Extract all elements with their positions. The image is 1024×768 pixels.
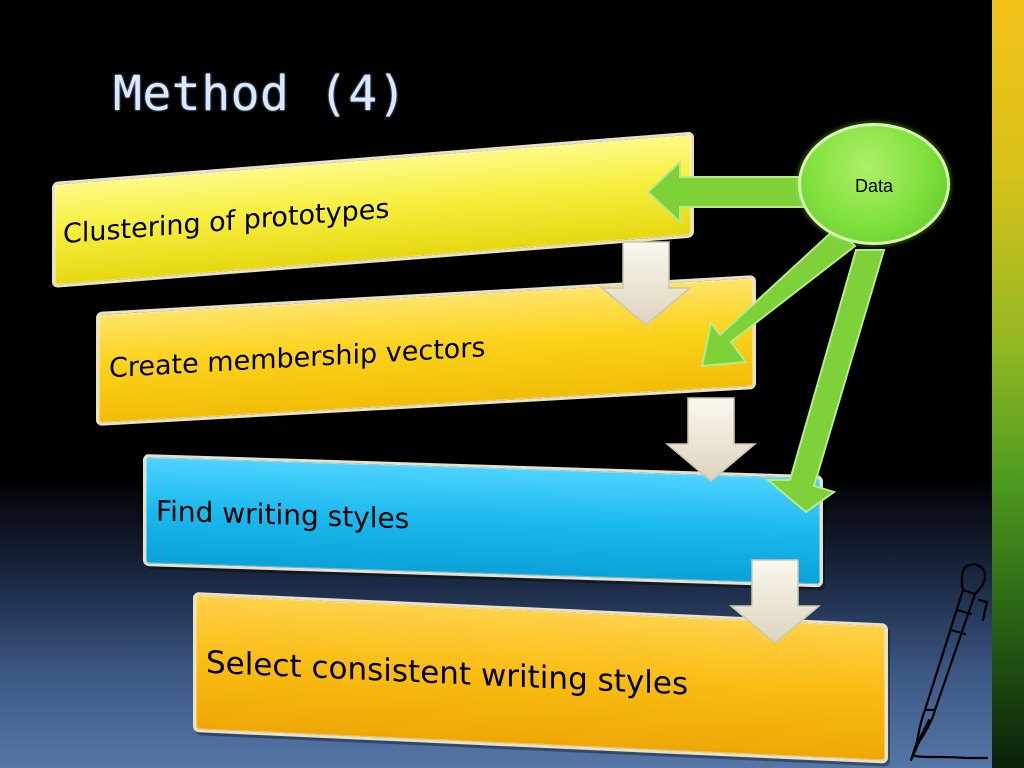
data-node-label: Data	[854, 176, 894, 196]
flow-arrow-2-to-3	[664, 397, 758, 482]
data-node: Data	[798, 123, 950, 245]
data-arrow-to-step2	[700, 226, 857, 368]
flow-arrow-3-to-4	[728, 559, 822, 644]
flow-arrow-1-to-2	[599, 241, 693, 326]
pen-icon	[909, 563, 989, 762]
data-arrow-to-step3	[765, 249, 886, 514]
slide-title: Method (4)	[113, 66, 407, 122]
side-accent-bar	[992, 0, 1024, 768]
data-arrow-to-step1	[646, 159, 806, 225]
